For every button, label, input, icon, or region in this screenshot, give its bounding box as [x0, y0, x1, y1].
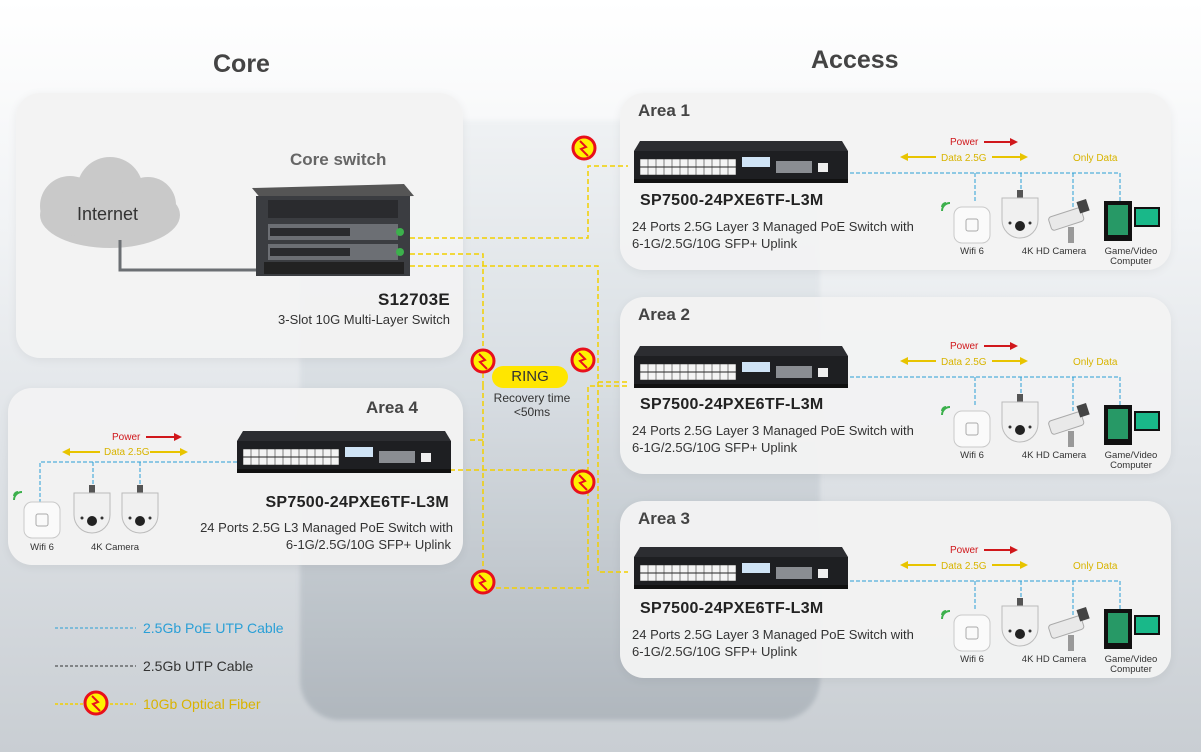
area2-model: SP7500-24PXE6TF-L3M [640, 396, 824, 413]
access-heading: Access [811, 46, 899, 74]
area3-model: SP7500-24PXE6TF-L3M [640, 600, 824, 617]
area2-cables [850, 342, 1160, 448]
core-heading: Core [213, 50, 270, 78]
area1-device-wifi: Wifi 6 [960, 246, 984, 257]
computer-icon [1104, 201, 1160, 241]
area2-power-label: Power [950, 341, 979, 352]
area4-power-label: Power [112, 432, 141, 443]
area3-only-data-label: Only Data [1073, 561, 1118, 572]
area2-device-wifi: Wifi 6 [960, 450, 984, 461]
area1-only-data-label: Only Data [1073, 153, 1118, 164]
area2-desc-2: 6-1G/2.5G/10G SFP+ Uplink [632, 440, 798, 455]
wifi-ap-icon [953, 614, 991, 652]
area1-desc-2: 6-1G/2.5G/10G SFP+ Uplink [632, 236, 798, 251]
dome-camera-icon [1001, 597, 1039, 647]
core-switch-chassis-icon [252, 184, 414, 276]
legend-fiber-text: 10Gb Optical Fiber [143, 696, 261, 712]
bullet-camera-icon [1047, 606, 1091, 652]
area3-device-camera: 4K HD Camera [1021, 654, 1087, 665]
area1-desc-1: 24 Ports 2.5G Layer 3 Managed PoE Switch… [632, 219, 914, 234]
area3-data-label: Data 2.5G [941, 561, 987, 572]
core-desc: 3-Slot 10G Multi-Layer Switch [278, 312, 450, 327]
area2-data-label: Data 2.5G [941, 357, 987, 368]
area4-desc-1: 24 Ports 2.5G L3 Managed PoE Switch with [200, 520, 453, 535]
area3-desc-2: 6-1G/2.5G/10G SFP+ Uplink [632, 644, 798, 659]
area3-device-wifi: Wifi 6 [960, 654, 984, 665]
area3-power-label: Power [950, 545, 979, 556]
area4-title: Area 4 [366, 398, 418, 417]
recovery-time-label: Recovery time [493, 391, 571, 405]
computer-icon [1104, 405, 1160, 445]
area3-device-computer-2: Computer [1110, 664, 1152, 675]
area1-cables [850, 138, 1160, 244]
area3-title: Area 3 [638, 509, 690, 528]
dome-camera-icon [1001, 393, 1039, 443]
area1-data-label: Data 2.5G [941, 153, 987, 164]
area1-title: Area 1 [638, 101, 690, 120]
area4-model: SP7500-24PXE6TF-L3M [265, 494, 449, 511]
bullet-camera-icon [1047, 402, 1091, 448]
area4-device-wifi: Wifi 6 [30, 542, 54, 553]
area1-device-computer-1: Game/Video [1104, 246, 1158, 257]
fiber-ring [410, 165, 628, 589]
ring-pill [492, 366, 568, 388]
internet-cloud-icon [40, 157, 180, 248]
wifi-ap-icon [953, 410, 991, 448]
area4-desc-2: 6-1G/2.5G/10G SFP+ Uplink [285, 537, 451, 552]
area1-model: SP7500-24PXE6TF-L3M [640, 192, 824, 209]
area2-only-data-label: Only Data [1073, 357, 1118, 368]
wifi-ap-icon [953, 206, 991, 244]
bullet-camera-icon [1047, 198, 1091, 244]
legend-utp-text: 2.5Gb UTP Cable [143, 658, 254, 674]
area4-data-label: Data 2.5G [104, 447, 150, 458]
recovery-time-value: <50ms [513, 405, 551, 419]
area4-device-camera: 4K Camera [90, 542, 140, 553]
area3-device-computer-1: Game/Video [1104, 654, 1158, 665]
area2-device-computer-1: Game/Video [1104, 450, 1158, 461]
area2-device-computer-2: Computer [1110, 460, 1152, 471]
area1-power-label: Power [950, 137, 979, 148]
area4-cables [13, 433, 237, 539]
area3-cables [850, 546, 1160, 652]
area4-panel [8, 388, 463, 565]
area3-desc-1: 24 Ports 2.5G Layer 3 Managed PoE Switch… [632, 627, 914, 642]
area2-desc-1: 24 Ports 2.5G Layer 3 Managed PoE Switch… [632, 423, 914, 438]
computer-icon [1104, 609, 1160, 649]
area1-device-computer-2: Computer [1110, 256, 1152, 267]
dome-camera-icon [1001, 189, 1039, 239]
area2-device-camera: 4K HD Camera [1021, 450, 1087, 461]
core-model: S12703E [377, 290, 450, 309]
core-switch-title: Core switch [290, 150, 387, 169]
ring-label: RING [511, 368, 549, 385]
area2-title: Area 2 [638, 305, 690, 324]
legend-poe-text: 2.5Gb PoE UTP Cable [143, 620, 284, 636]
area3-panel [620, 501, 1171, 678]
internet-label: Internet [77, 204, 139, 224]
area1-device-camera: 4K HD Camera [1021, 246, 1087, 257]
